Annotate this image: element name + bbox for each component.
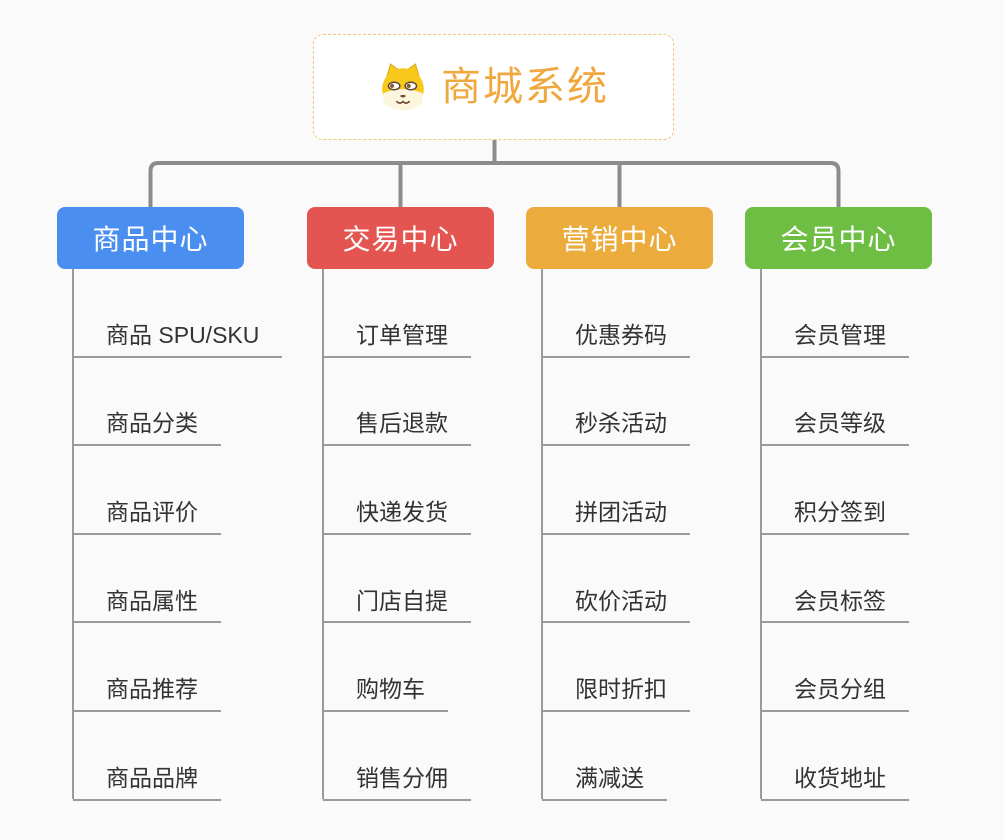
leaf-label: 秒杀活动 — [542, 409, 690, 447]
leaf-node[interactable]: 售后退款 — [307, 358, 542, 447]
leaf-node[interactable]: 销售分佣 — [307, 712, 542, 801]
leaf-node[interactable]: 秒杀活动 — [526, 358, 761, 447]
root-node[interactable]: 商城系统 — [313, 34, 674, 140]
leaf-label: 会员管理 — [761, 321, 909, 358]
branch-children-product-center: 商品 SPU/SKU 商品分类 商品评价 商品属性 商品推荐 商品品牌 — [57, 269, 292, 801]
leaf-label: 商品推荐 — [73, 675, 221, 712]
leaf-node[interactable]: 商品品牌 — [57, 712, 292, 801]
leaf-node[interactable]: 满减送 — [526, 712, 761, 801]
leaf-label: 拼团活动 — [542, 498, 690, 535]
leaf-node[interactable]: 限时折扣 — [526, 623, 761, 712]
leaf-label: 优惠券码 — [542, 321, 690, 358]
leaf-label: 销售分佣 — [323, 764, 471, 801]
leaf-label: 订单管理 — [323, 321, 471, 358]
leaf-node[interactable]: 会员标签 — [745, 535, 980, 624]
leaf-node[interactable]: 优惠券码 — [526, 269, 761, 358]
leaf-node[interactable]: 会员分组 — [745, 623, 980, 712]
leaf-label: 商品品牌 — [73, 764, 221, 801]
dog-face-icon — [378, 62, 428, 112]
leaf-label: 商品评价 — [73, 498, 221, 535]
connector-spine — [322, 269, 324, 799]
leaf-node[interactable]: 会员等级 — [745, 358, 980, 447]
leaf-node[interactable]: 砍价活动 — [526, 535, 761, 624]
leaf-label: 快递发货 — [323, 498, 471, 535]
leaf-label: 砍价活动 — [542, 587, 690, 624]
branch-children-trade-center: 订单管理 售后退款 快递发货 门店自提 购物车 销售分佣 — [307, 269, 542, 801]
leaf-label: 会员等级 — [761, 409, 909, 447]
connector-spine — [72, 269, 74, 799]
leaf-label: 商品属性 — [73, 587, 221, 624]
leaf-label: 积分签到 — [761, 498, 909, 535]
leaf-node[interactable]: 快递发货 — [307, 446, 542, 535]
leaf-node[interactable]: 订单管理 — [307, 269, 542, 358]
leaf-node[interactable]: 拼团活动 — [526, 446, 761, 535]
branch-node-trade-center[interactable]: 交易中心 — [307, 207, 494, 269]
leaf-label: 收货地址 — [761, 764, 909, 801]
connector-spine — [760, 269, 762, 799]
root-title: 商城系统 — [441, 65, 609, 109]
branch-children-marketing-center: 优惠券码 秒杀活动 拼团活动 砍价活动 限时折扣 满减送 — [526, 269, 761, 801]
leaf-node[interactable]: 商品推荐 — [57, 623, 292, 712]
branch-children-member-center: 会员管理 会员等级 积分签到 会员标签 会员分组 收货地址 — [745, 269, 980, 801]
branch-node-marketing-center[interactable]: 营销中心 — [526, 207, 713, 269]
leaf-node[interactable]: 商品评价 — [57, 446, 292, 535]
leaf-node[interactable]: 商品属性 — [57, 535, 292, 624]
connector-spine — [541, 269, 543, 799]
leaf-node[interactable]: 商品 SPU/SKU — [57, 269, 292, 358]
leaf-label: 门店自提 — [323, 587, 471, 624]
leaf-node[interactable]: 会员管理 — [745, 269, 980, 358]
leaf-label: 限时折扣 — [542, 675, 690, 712]
leaf-node[interactable]: 收货地址 — [745, 712, 980, 801]
branch-node-product-center[interactable]: 商品中心 — [57, 207, 244, 269]
leaf-label: 购物车 — [323, 675, 448, 712]
leaf-node[interactable]: 购物车 — [307, 623, 542, 712]
leaf-label: 售后退款 — [323, 409, 471, 447]
leaf-node[interactable]: 商品分类 — [57, 358, 292, 447]
leaf-label: 满减送 — [542, 764, 667, 801]
leaf-label: 商品分类 — [73, 409, 221, 447]
leaf-node[interactable]: 积分签到 — [745, 446, 980, 535]
leaf-label: 会员分组 — [761, 675, 909, 712]
leaf-label: 会员标签 — [761, 587, 909, 624]
branch-node-member-center[interactable]: 会员中心 — [745, 207, 932, 269]
leaf-node[interactable]: 门店自提 — [307, 535, 542, 624]
leaf-label: 商品 SPU/SKU — [73, 321, 283, 358]
